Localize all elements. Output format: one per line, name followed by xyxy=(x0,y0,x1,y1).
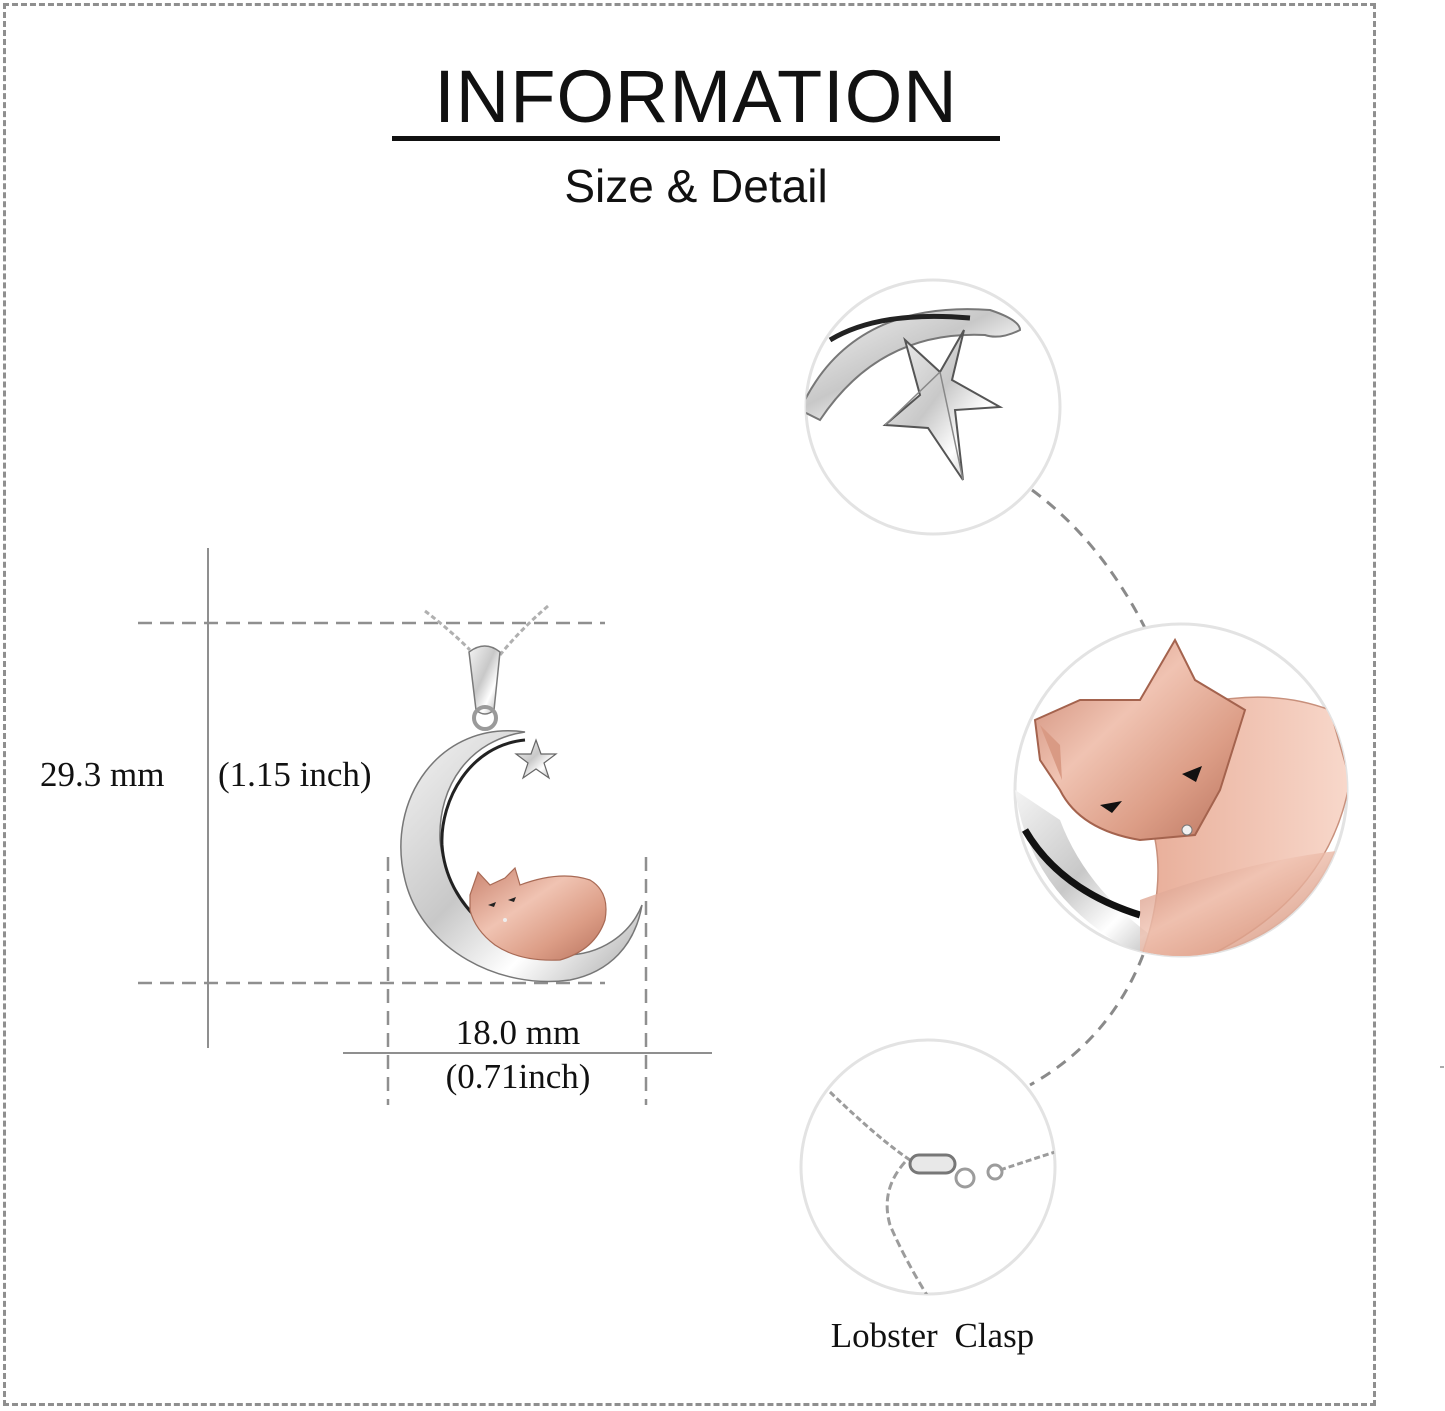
height-mm-label: 29.3 mm xyxy=(40,755,165,794)
page-subtitle: Size & Detail xyxy=(564,160,828,212)
star-detail-circle xyxy=(804,278,1062,536)
pendant-illustration xyxy=(400,604,643,983)
fox-detail-circle xyxy=(1013,622,1349,958)
title-underline xyxy=(392,136,1000,141)
connector-line-fox-clasp xyxy=(1029,954,1145,1087)
lobster-clasp-label: Lobster Clasp xyxy=(830,1316,1035,1355)
frame-dash-fragment xyxy=(1440,1066,1444,1068)
height-inch-label: (1.15 inch) xyxy=(218,755,372,794)
width-inch-label: (0.71inch) xyxy=(445,1057,591,1096)
measurement-guides xyxy=(138,548,712,1105)
connector-line-star-fox xyxy=(1031,488,1147,629)
clasp-detail-circle xyxy=(799,1038,1057,1296)
dashed-frame xyxy=(3,3,1376,1406)
width-mm-label: 18.0 mm xyxy=(455,1013,581,1052)
page-title: INFORMATION xyxy=(434,55,958,138)
